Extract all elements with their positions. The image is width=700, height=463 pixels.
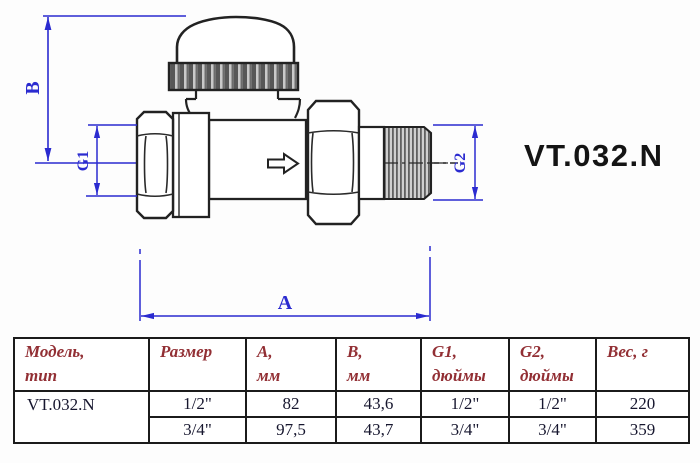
spec-row-half-inch: VT.032.N 1/2" 82 43,6 1/2" 1/2" 220 (13, 390, 690, 444)
arrowhead (471, 126, 479, 138)
flow-arrow (267, 152, 300, 175)
cell-g2: 3/4" (508, 416, 597, 444)
union-facets (307, 129, 360, 196)
header-size: Размер (148, 337, 247, 392)
cell-size: 1/2" (148, 390, 247, 418)
cell-model: VT.032.N (13, 390, 150, 444)
spec-row-three-quarter-inch: 3/4" 97,5 43,7 3/4" 3/4" 359 (14, 416, 690, 444)
union-outline (306, 99, 361, 226)
model-designation: VT.032.N (524, 138, 664, 173)
dimension-a: A (139, 246, 431, 321)
head-neck (184, 90, 302, 119)
arrowhead (471, 187, 479, 199)
dimension-g1: G1 (75, 124, 137, 197)
dim-label-g2: G2 (452, 153, 469, 173)
thread-collar (357, 125, 386, 201)
cell-g1: 3/4" (420, 416, 510, 444)
arrowhead (416, 312, 429, 320)
spec-table: Модель, тип Размер А, мм В, мм G1, дюймы… (13, 337, 690, 444)
arrowhead (93, 183, 101, 195)
cell-weight: 359 (595, 416, 690, 444)
union-nut (306, 99, 361, 226)
header-b-mm: В, мм (335, 337, 422, 392)
arrowhead (141, 312, 154, 320)
spec-table-header-row: Модель, тип Размер А, мм В, мм G1, дюймы… (13, 337, 690, 392)
header-g2-inches: G2, дюймы (508, 337, 597, 392)
valve-technical-drawing: B G1 G2 A VT.0 (22, 15, 664, 321)
cell-g2: 1/2" (508, 390, 597, 418)
cell-g1: 1/2" (420, 390, 510, 418)
header-weight: Вес, г (595, 337, 690, 392)
cell-b: 43,6 (335, 390, 422, 418)
arrowhead (44, 17, 52, 30)
dim-label-a: A (278, 292, 293, 314)
cell-weight: 220 (595, 390, 690, 418)
dim-label-b: B (22, 81, 44, 94)
male-thread-end (357, 125, 452, 201)
cell-a: 82 (245, 390, 337, 418)
threaded-section (382, 125, 433, 201)
valve-body (135, 110, 308, 220)
dimension-b: B (22, 15, 186, 161)
dim-label-g1: G1 (75, 151, 92, 171)
arrowhead (44, 148, 52, 161)
dimension-g2: G2 (433, 124, 483, 201)
knurled-ring (167, 61, 300, 92)
cell-size: 3/4" (148, 416, 247, 444)
header-model: Модель, тип (13, 337, 150, 392)
head-dome (175, 15, 296, 63)
header-a-mm: А, мм (245, 337, 337, 392)
cell-b: 43,7 (335, 416, 422, 444)
cell-a: 97,5 (245, 416, 337, 444)
arrowhead (93, 126, 101, 138)
header-g1-inches: G1, дюймы (420, 337, 510, 392)
hex-nut-facets (136, 132, 174, 198)
